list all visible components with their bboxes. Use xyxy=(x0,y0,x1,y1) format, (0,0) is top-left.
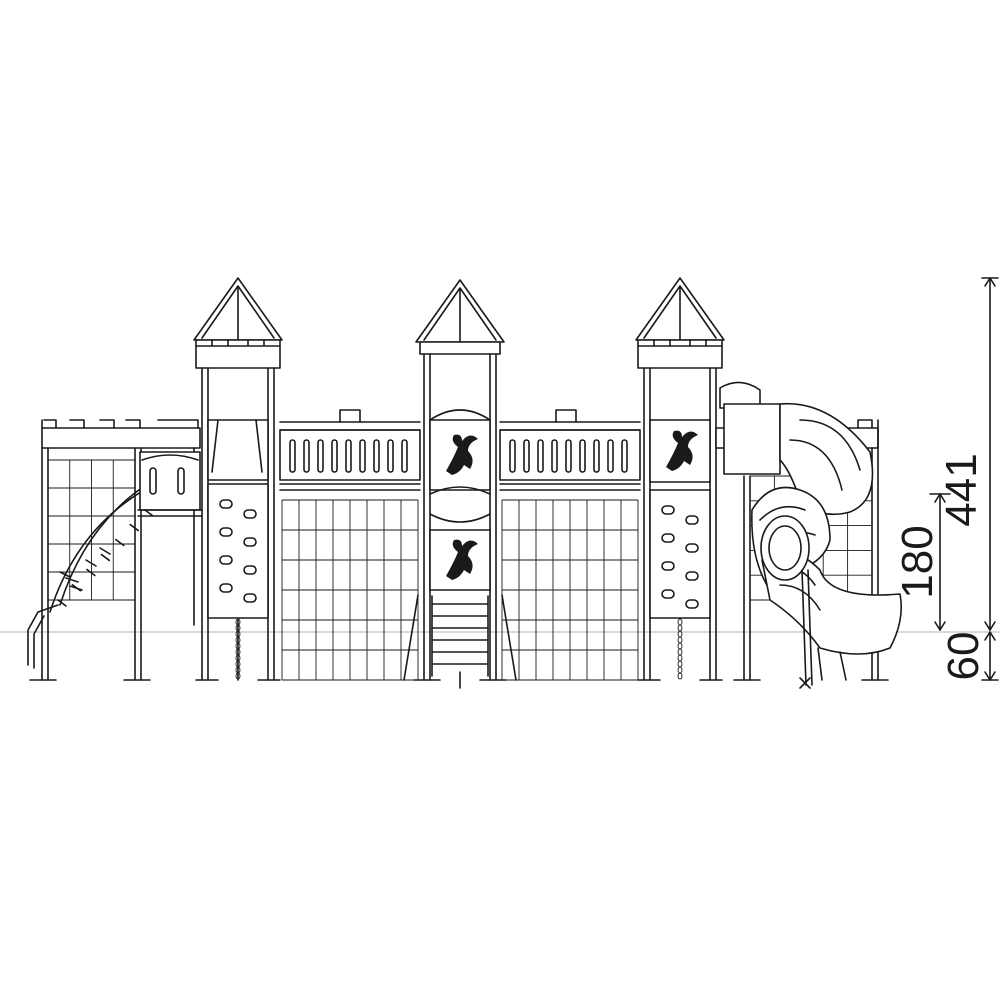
climbing-hold xyxy=(219,527,233,537)
griffin-shape xyxy=(446,539,478,580)
griffin-shape xyxy=(666,430,698,471)
baluster xyxy=(359,439,366,473)
chain-link xyxy=(677,648,683,656)
chain-link xyxy=(677,642,683,650)
climbing-hold xyxy=(243,565,257,575)
climbing-hold xyxy=(243,593,257,603)
climbing-hold xyxy=(661,505,675,515)
climbing-hold xyxy=(661,533,675,543)
baluster xyxy=(621,439,628,473)
chain-link xyxy=(677,672,683,680)
baluster xyxy=(401,439,408,473)
dimension-foundation-depth: 60 xyxy=(939,631,999,681)
climbing-hold xyxy=(685,571,699,581)
climbing-hold xyxy=(685,543,699,553)
baluster xyxy=(523,439,530,473)
baluster xyxy=(289,439,296,473)
climbing-hold xyxy=(219,555,233,565)
chain-link xyxy=(677,654,683,662)
baluster xyxy=(331,439,338,473)
baluster xyxy=(373,439,380,473)
climbing-hold xyxy=(685,599,699,609)
ladder-rung xyxy=(86,568,96,577)
baluster xyxy=(565,439,572,473)
baluster xyxy=(317,439,324,473)
chain-link xyxy=(677,660,683,668)
left-tower xyxy=(193,277,283,681)
baluster xyxy=(537,439,544,473)
griffin-shape xyxy=(446,434,478,475)
climbing-hold xyxy=(219,583,233,593)
baluster xyxy=(509,439,516,473)
dimension-overall-height: 441 xyxy=(937,277,999,631)
baluster xyxy=(303,439,310,473)
dimension-platform-height: 180 xyxy=(893,493,951,631)
griffin-emblem-upper-icon xyxy=(446,434,478,475)
griffin-emblem-right-icon xyxy=(666,430,698,471)
chain-link xyxy=(235,672,241,680)
chain-link xyxy=(677,618,683,626)
chain-link xyxy=(677,624,683,632)
overall-height-label: 441 xyxy=(937,453,986,526)
climbing-hold xyxy=(243,537,257,547)
baluster xyxy=(551,439,558,473)
baluster xyxy=(607,439,614,473)
griffin-emblem-lower-icon xyxy=(446,539,478,580)
baluster xyxy=(387,439,394,473)
foundation-depth-label: 60 xyxy=(939,632,988,681)
baluster xyxy=(345,439,352,473)
climbing-hold xyxy=(661,589,675,599)
ladder-rung xyxy=(129,523,140,532)
climbing-hold xyxy=(685,515,699,525)
ladder-rung xyxy=(57,599,67,607)
climbing-hold xyxy=(243,509,257,519)
platform-height-label: 180 xyxy=(893,525,942,598)
climbing-hold xyxy=(661,561,675,571)
left-net-wall xyxy=(27,419,203,681)
right-bridge xyxy=(499,409,641,681)
right-tower xyxy=(635,277,725,681)
chain-link xyxy=(677,666,683,674)
climbing-hold xyxy=(219,499,233,509)
baluster xyxy=(579,439,586,473)
ladder-rung xyxy=(114,538,125,547)
chain-link xyxy=(677,636,683,644)
left-bridge xyxy=(279,409,421,681)
ladder-rung xyxy=(100,553,111,562)
baluster xyxy=(593,439,600,473)
spiral-tube-slide xyxy=(719,381,903,689)
center-tower xyxy=(403,279,517,689)
